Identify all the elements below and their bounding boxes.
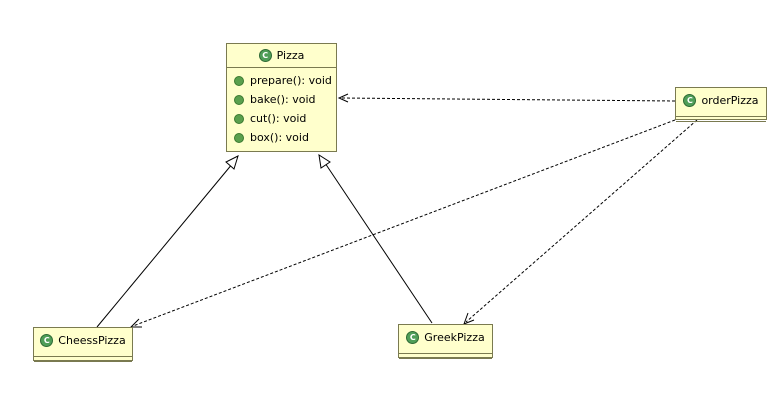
- public-method-icon: [234, 75, 244, 86]
- method-compartment: [399, 356, 492, 359]
- method-label: cut(): void: [250, 112, 307, 125]
- class-box-cheess-pizza[interactable]: C CheessPizza: [33, 327, 133, 362]
- method-compartment: [676, 119, 766, 122]
- method-compartment: [34, 359, 132, 362]
- class-header-greek-pizza: C GreekPizza: [399, 325, 492, 349]
- dependency-arrowhead-pizza: [337, 93, 349, 103]
- public-method-icon: [234, 94, 244, 105]
- class-header-pizza: C Pizza: [227, 44, 336, 68]
- dependency-line-order-to-greek: [465, 119, 698, 323]
- class-box-greek-pizza[interactable]: C GreekPizza: [398, 324, 493, 359]
- class-box-pizza[interactable]: C Pizza prepare(): void bake(): void cut…: [226, 43, 337, 152]
- public-method-icon: [234, 132, 244, 143]
- generalization-line-greek-pizza: [324, 162, 433, 324]
- generalization-line-cheess-pizza: [96, 162, 234, 328]
- class-name-cheess-pizza: CheessPizza: [58, 333, 126, 347]
- class-box-order-pizza[interactable]: C orderPizza: [675, 87, 767, 122]
- class-icon: C: [406, 330, 420, 344]
- class-icon: C: [683, 93, 697, 107]
- method-row[interactable]: prepare(): void: [234, 71, 336, 90]
- generalization-arrowhead-cheess-pizza: [225, 155, 239, 170]
- dependency-line-order-to-cheess: [132, 119, 676, 327]
- generalization-arrowhead-greek-pizza: [318, 153, 331, 169]
- class-name-greek-pizza: GreekPizza: [424, 330, 485, 344]
- class-header-cheess-pizza: C CheessPizza: [34, 328, 132, 352]
- class-icon: C: [40, 333, 54, 347]
- attribute-compartment: [676, 114, 766, 117]
- method-row[interactable]: cut(): void: [234, 109, 336, 128]
- method-label: bake(): void: [250, 93, 316, 106]
- method-label: box(): void: [250, 131, 309, 144]
- dependency-line-order-to-pizza: [340, 97, 676, 102]
- class-name-pizza: Pizza: [276, 49, 305, 62]
- method-row[interactable]: bake(): void: [234, 90, 336, 109]
- method-label: prepare(): void: [250, 74, 332, 87]
- class-icon: C: [258, 49, 272, 62]
- public-method-icon: [234, 113, 244, 124]
- attribute-compartment: [34, 354, 132, 357]
- attribute-compartment: [399, 351, 492, 354]
- dependency-arrowhead-greek: [463, 312, 475, 325]
- member-list-pizza: prepare(): void bake(): void cut(): void…: [227, 68, 336, 149]
- method-row[interactable]: box(): void: [234, 128, 336, 147]
- class-name-order-pizza: orderPizza: [701, 93, 759, 107]
- class-header-order-pizza: C orderPizza: [676, 88, 766, 112]
